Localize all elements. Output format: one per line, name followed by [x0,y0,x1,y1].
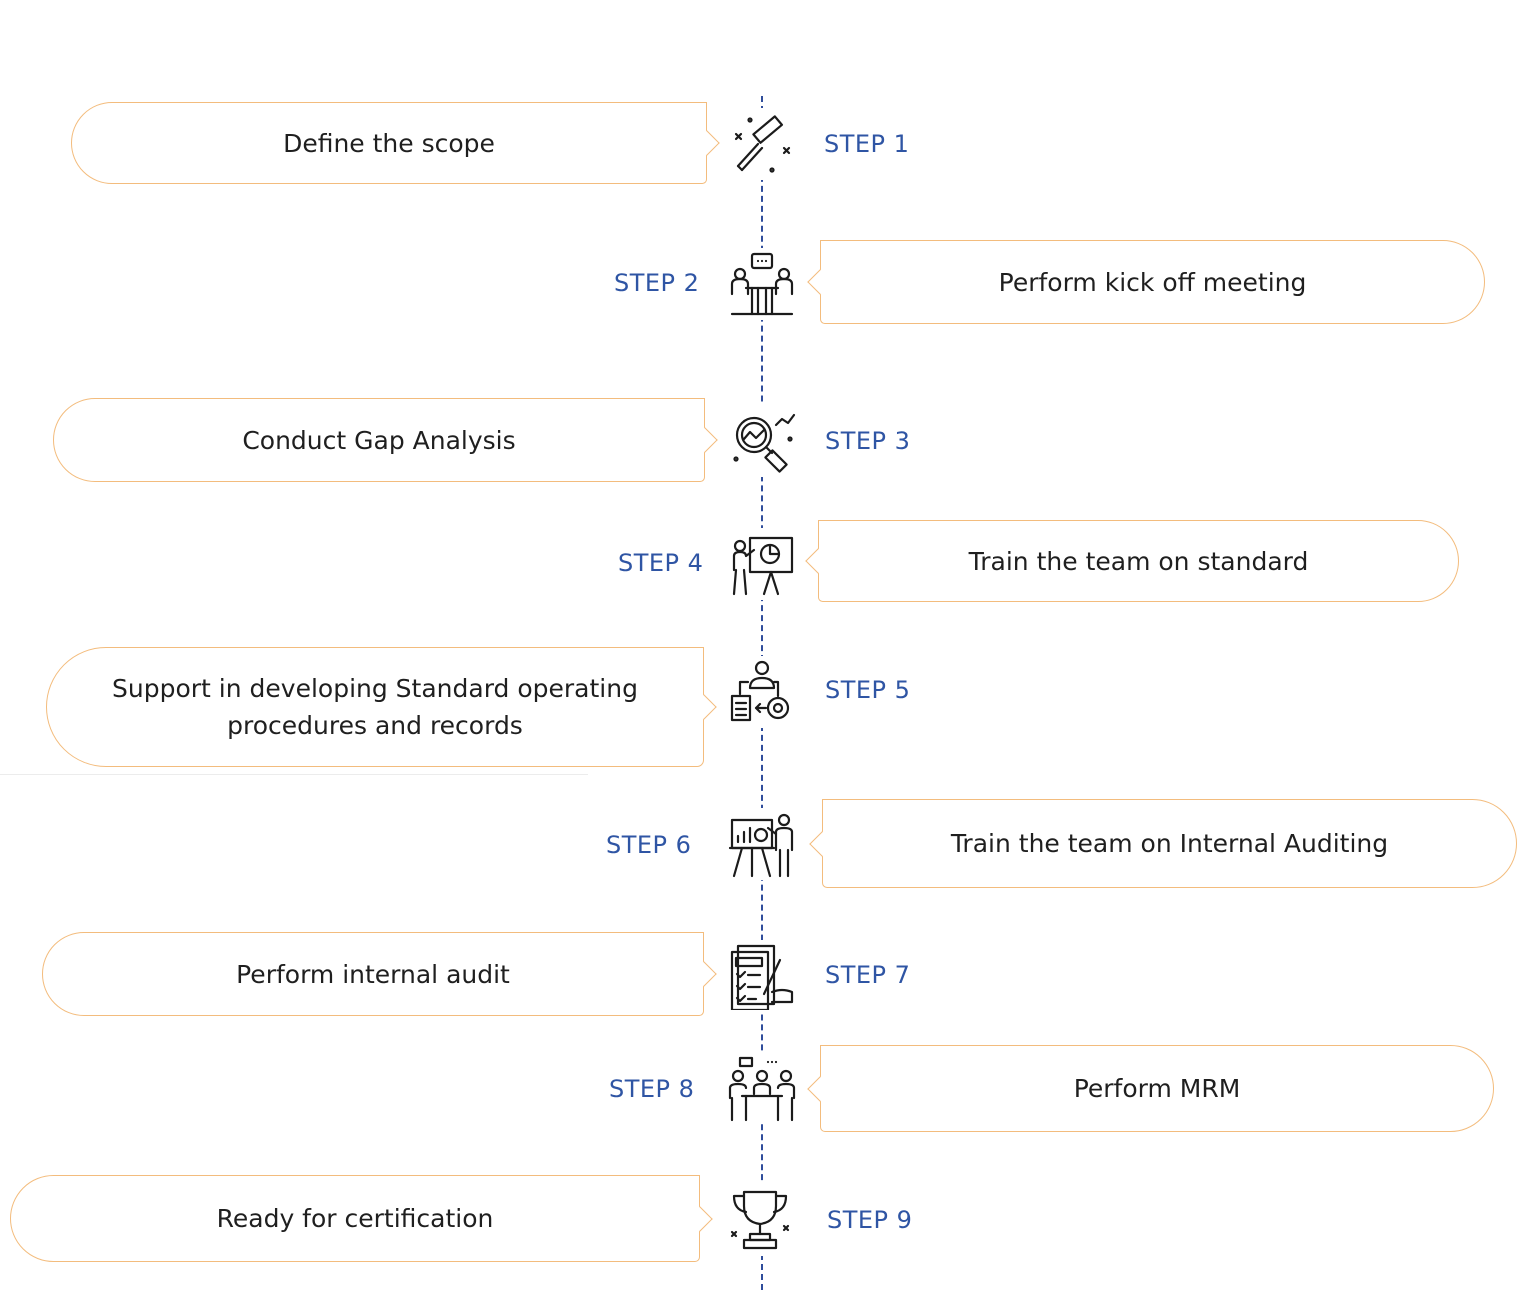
review-meeting-icon [726,1052,798,1124]
checklist-audit-icon [726,940,798,1012]
step-4-text: Train the team on standard [968,546,1309,576]
step-1-text: Define the scope [283,128,495,158]
step-1-box: Define the scope [71,102,720,184]
step-4-label: STEP 4 [618,549,704,577]
step-2-text: Perform kick off meeting [998,267,1307,297]
trainer-easel-icon [726,808,798,880]
step-7-text: Perform internal audit [236,959,510,989]
step-8-label: STEP 8 [609,1075,695,1103]
step-3-box: Conduct Gap Analysis [53,398,718,482]
step-9-label: STEP 9 [827,1206,913,1234]
step-6-text: Train the team on Internal Auditing [950,829,1389,858]
step-5-box: Support in developing Standard operating… [46,647,717,767]
step-5-text: Support in developing Standard operating… [112,674,638,740]
trophy-icon [724,1184,796,1256]
step-3-text: Conduct Gap Analysis [242,425,516,455]
step-1-label: STEP 1 [824,130,910,158]
step-9-text: Ready for certification [216,1204,494,1233]
step-2-box: Perform kick off meeting [807,240,1485,324]
step-5-label: STEP 5 [825,676,911,704]
step-9-box: Ready for certification [10,1175,713,1262]
step-7-label: STEP 7 [825,961,911,989]
step-6-box: Train the team on Internal Auditing [809,799,1517,888]
magnifier-analysis-icon [726,405,798,477]
step-8-text: Perform MRM [1073,1074,1241,1103]
step-7-box: Perform internal audit [42,932,717,1016]
step-2-label: STEP 2 [614,269,700,297]
telescope-icon [726,108,798,180]
process-gear-icon [726,656,798,728]
step-8-box: Perform MRM [807,1045,1494,1132]
step-6-label: STEP 6 [606,831,692,859]
divider [0,774,588,775]
presentation-board-icon [726,528,798,600]
meeting-icon [726,248,798,320]
step-4-box: Train the team on standard [805,520,1459,602]
step-3-label: STEP 3 [825,427,911,455]
